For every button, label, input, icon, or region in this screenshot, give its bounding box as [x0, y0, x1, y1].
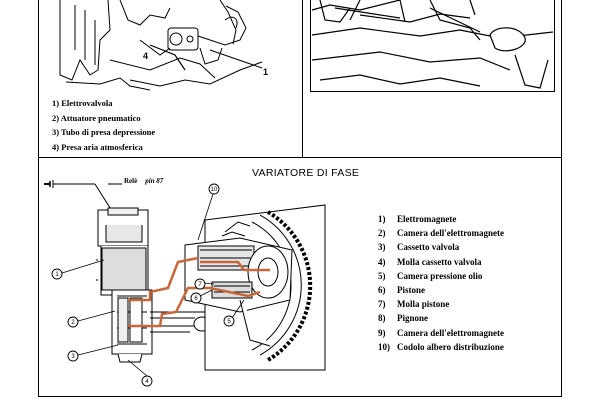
legend-row: 9) Camera dell'elettromagnete	[378, 326, 504, 340]
legend-text: Pistone	[397, 285, 425, 296]
callout-num-4: 4	[145, 379, 149, 385]
callout-num-2: 2	[71, 320, 75, 326]
top-legend-item: 4) Presa aria atmosferica	[52, 141, 143, 152]
top-legend-item: 1) Elettrovalvola	[52, 98, 113, 108]
relay-wiring	[44, 180, 122, 212]
legend-num: 9)	[378, 327, 386, 338]
legend-num: 10)	[378, 341, 390, 352]
callout-num-7: 7	[198, 282, 202, 288]
legend-text: Cassetto valvola	[397, 242, 460, 253]
bottom-frame	[38, 157, 562, 397]
legend-num: 2)	[378, 228, 386, 239]
legend-row: 6) Pistone	[378, 283, 504, 297]
legend-num: 1)	[378, 214, 386, 224]
legend-row: 8) Pignone	[378, 311, 504, 325]
phase-rotor-assembly	[184, 221, 293, 347]
photo-frame	[310, 0, 555, 92]
top-legend-item: 2) Attuatore pneumatico	[52, 112, 141, 123]
legend-num: 7)	[378, 299, 386, 310]
legend-text: Codolo albero distribuzione	[397, 341, 504, 352]
legend-text: Camera pressione olio	[397, 270, 483, 281]
legend-num: 6)	[378, 285, 386, 296]
pin-text: pin 87	[145, 177, 164, 185]
top-legend-item: 3) Tubo di presa depressione	[52, 127, 156, 137]
callout-num-10: 10	[211, 187, 218, 193]
legend-row: 5) Camera pressione olio	[378, 269, 504, 283]
legend-row: 4) Molla cassetto valvola	[378, 255, 504, 269]
top-legend: 1) Elettrovalvola 2) Attuatore pneumatic…	[52, 96, 155, 154]
legend-num: 4)	[378, 256, 386, 267]
legend-num: 3)	[378, 242, 386, 253]
legend-row: 2) Camera dell'elettromagnete	[378, 226, 504, 240]
diagram-title: VARIATORE DI FASE	[252, 167, 360, 179]
oil-pressure-line	[128, 256, 270, 328]
callout-4: 4	[143, 51, 148, 61]
callout-num-3: 3	[71, 354, 75, 360]
legend-text: Molla pistone	[397, 299, 450, 310]
callout-num-1: 1	[55, 272, 59, 278]
legend-row: 10) Codolo albero distribuzione	[378, 340, 504, 354]
relay-label: Relè pin 87	[124, 177, 163, 185]
callout-num-5: 5	[227, 319, 231, 325]
legend-text: Molla cassetto valvola	[397, 256, 482, 267]
engine-photo-top-right	[311, 0, 554, 89]
legend-num: 8)	[378, 313, 386, 324]
callout-circles	[51, 183, 235, 387]
legend-row: 7) Molla pistone	[378, 297, 504, 311]
relay-text: Relè	[124, 177, 138, 185]
legend-text: Elettromagnete	[397, 214, 457, 224]
legend-text: Camera dell'elettromagnete	[397, 228, 505, 239]
callout-num-6: 6	[194, 296, 198, 302]
connecting-pipes	[150, 311, 211, 333]
legend-row: 3) Cassetto valvola	[378, 240, 504, 254]
photo-pointer-lines	[334, 7, 481, 33]
legend-num: 5)	[378, 270, 386, 281]
callout-1: 1	[263, 67, 268, 77]
callout-leaders	[61, 190, 245, 377]
solenoid-valve-body	[96, 207, 153, 363]
bottom-legend: 1) Elettromagnete 2) Camera dell'elettroma…	[378, 212, 504, 354]
legend-text: Camera dell'elettromagnete	[397, 327, 505, 338]
engine-drawing-top-left	[59, 0, 263, 91]
legend-row: 1) Elettromagnete	[378, 212, 504, 226]
legend-text: Pignone	[397, 313, 429, 324]
callout-numbers: 1 2 3 4 5 6 7 10	[55, 187, 231, 385]
